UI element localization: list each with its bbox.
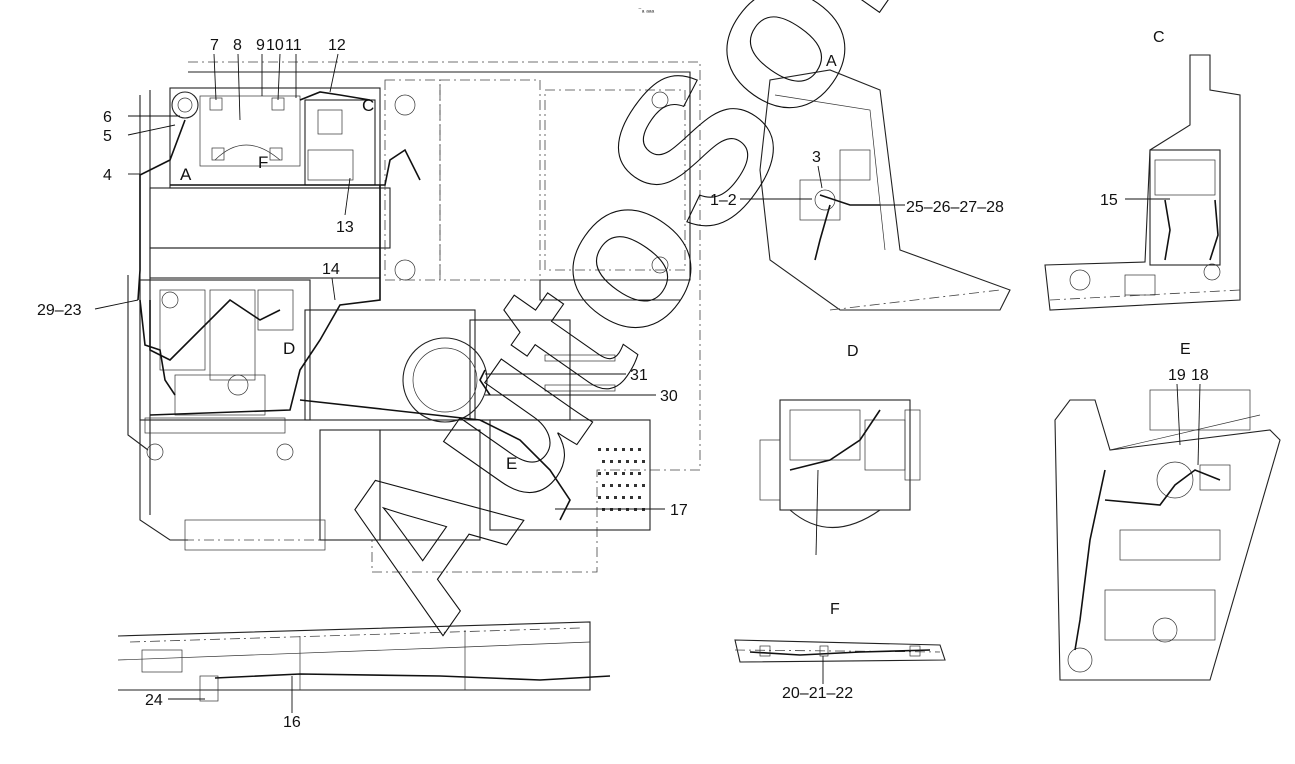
- callout-31: 31: [630, 367, 648, 384]
- view-A-callout-1-2: 1–2: [710, 192, 737, 209]
- grid-hole: [610, 460, 613, 463]
- grid-hole: [634, 508, 637, 511]
- header-mark: ⁻ₐ ₐₐₐ: [638, 7, 654, 14]
- grid-hole: [610, 484, 613, 487]
- callout-29-23: 29–23: [37, 302, 82, 319]
- callout-4: 4: [103, 167, 112, 184]
- view-A-callout-3: 3: [812, 149, 821, 166]
- grid-hole: [602, 460, 605, 463]
- view-F-callout-20-22: 20–21–22: [782, 685, 853, 702]
- grid-hole: [614, 448, 617, 451]
- callout-9: 9: [256, 37, 265, 54]
- grid-hole: [626, 484, 629, 487]
- grid-hole: [606, 496, 609, 499]
- grid-hole: [642, 508, 645, 511]
- grid-hole: [626, 460, 629, 463]
- grid-holes: [598, 448, 645, 511]
- callout-16: 16: [283, 714, 301, 731]
- grid-hole: [642, 460, 645, 463]
- grid-hole: [614, 496, 617, 499]
- callout-17: 17: [670, 502, 688, 519]
- grid-hole: [606, 472, 609, 475]
- callout-10: 10: [266, 37, 284, 54]
- grid-hole: [610, 508, 613, 511]
- view-A-title: A: [826, 53, 837, 70]
- grid-hole: [622, 472, 625, 475]
- view-ref-A: A: [180, 165, 192, 184]
- view-C-callout-15: 15: [1100, 192, 1118, 209]
- view-A-callout-25-28: 25–26–27–28: [906, 199, 1004, 216]
- grid-hole: [598, 448, 601, 451]
- grid-hole: [634, 484, 637, 487]
- grid-hole: [606, 448, 609, 451]
- view-C: C: [1044, 29, 1241, 311]
- grid-hole: [630, 448, 633, 451]
- grid-hole: [602, 484, 605, 487]
- grid-hole: [614, 472, 617, 475]
- view-E-callout-18: 18: [1191, 367, 1209, 384]
- grid-hole: [630, 496, 633, 499]
- view-ref-D: D: [283, 339, 295, 358]
- callout-6: 6: [103, 109, 112, 126]
- main-top-view: [127, 61, 701, 573]
- view-ref-F: F: [258, 153, 268, 172]
- grid-hole: [598, 472, 601, 475]
- grid-hole: [642, 484, 645, 487]
- view-E: E: [1054, 341, 1281, 681]
- callout-14: 14: [322, 261, 340, 278]
- grid-hole: [618, 460, 621, 463]
- callout-8: 8: [233, 37, 242, 54]
- view-C-title: C: [1153, 29, 1165, 46]
- watermark-text: AutoSoft: [284, 0, 985, 666]
- grid-hole: [638, 472, 641, 475]
- grid-hole: [622, 448, 625, 451]
- view-ref-C: C: [362, 96, 374, 115]
- grid-hole: [638, 448, 641, 451]
- callout-12: 12: [328, 37, 346, 54]
- view-A: A: [759, 53, 1011, 311]
- grid-hole: [626, 508, 629, 511]
- view-E-title: E: [1180, 341, 1191, 358]
- view-D-title: D: [847, 343, 859, 360]
- callout-7: 7: [210, 37, 219, 54]
- view-F: F: [734, 601, 946, 663]
- callout-5: 5: [103, 128, 112, 145]
- main-leaders: [94, 53, 665, 510]
- grid-hole: [630, 472, 633, 475]
- callout-13: 13: [336, 219, 354, 236]
- bottom-boom-view: [117, 621, 611, 702]
- callout-11: 11: [285, 37, 302, 54]
- grid-hole: [638, 496, 641, 499]
- view-E-callout-19: 19: [1168, 367, 1186, 384]
- watermark-autosoft: AutoSoft: [284, 0, 986, 666]
- callout-24: 24: [145, 692, 163, 709]
- view-D: D: [759, 343, 921, 556]
- grid-hole: [602, 508, 605, 511]
- callout-30: 30: [660, 388, 678, 405]
- view-ref-E: E: [506, 454, 517, 473]
- grid-hole: [598, 496, 601, 499]
- grid-hole: [634, 460, 637, 463]
- grid-hole: [618, 484, 621, 487]
- view-F-title: F: [830, 601, 840, 618]
- grid-hole: [622, 496, 625, 499]
- grid-hole: [618, 508, 621, 511]
